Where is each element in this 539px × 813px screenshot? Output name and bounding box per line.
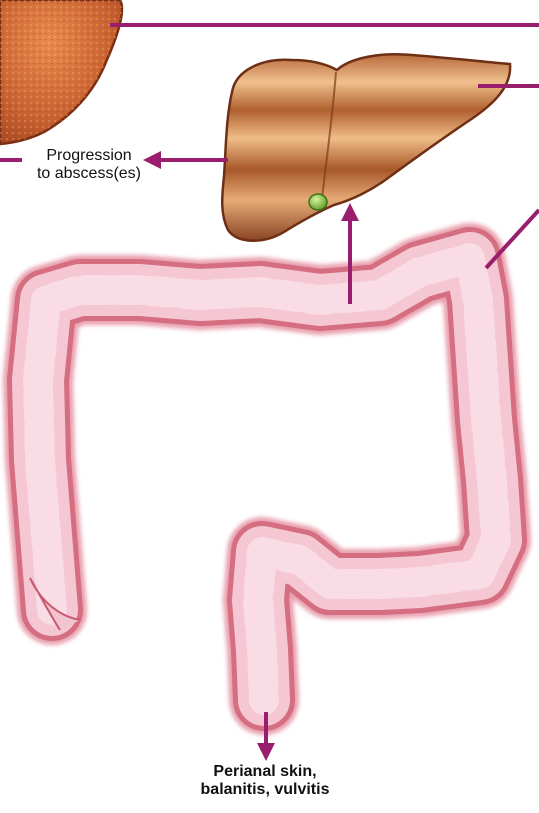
liver-lobe-illustration xyxy=(0,0,122,144)
perianal-label-line2: balanitis, vulvitis xyxy=(160,781,370,799)
abscess-label-line2: to abscess(es) xyxy=(14,165,164,183)
perianal-label-line1: Perianal skin, xyxy=(160,763,370,781)
liver-illustration xyxy=(222,54,510,241)
perianal-label: Perianal skin, balanitis, vulvitis xyxy=(160,763,370,799)
large-intestine-illustration xyxy=(30,258,496,700)
abscess-label-line1: Progression xyxy=(14,147,164,165)
abscess-label: Progression to abscess(es) xyxy=(14,147,164,183)
gallbladder-illustration xyxy=(309,194,327,210)
